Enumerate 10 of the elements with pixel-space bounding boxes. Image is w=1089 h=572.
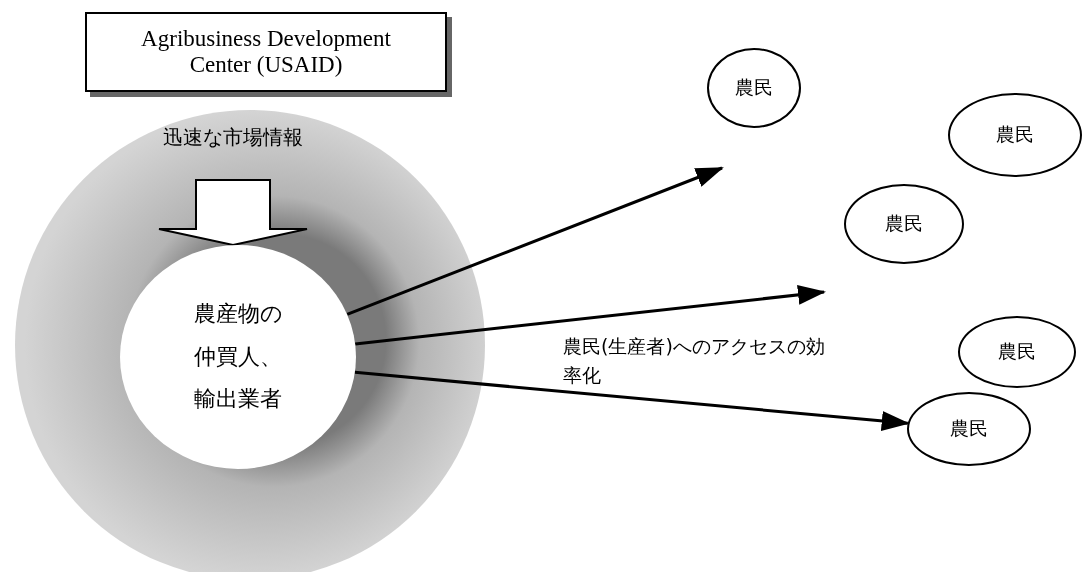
farmer-circle: 農民	[907, 392, 1031, 466]
note-text: 農民(生産者)へのアクセスの効率化	[563, 334, 825, 388]
arrow	[346, 166, 724, 316]
farmer-circle: 農民	[958, 316, 1076, 388]
edge-label: 迅速な市場情報	[162, 124, 304, 151]
farmer-circle: 農民	[948, 93, 1082, 177]
farmer-circle: 農民	[844, 184, 964, 264]
block-arrow	[158, 179, 308, 247]
arrow	[355, 284, 826, 346]
farmer-circle: 農民	[707, 48, 801, 128]
